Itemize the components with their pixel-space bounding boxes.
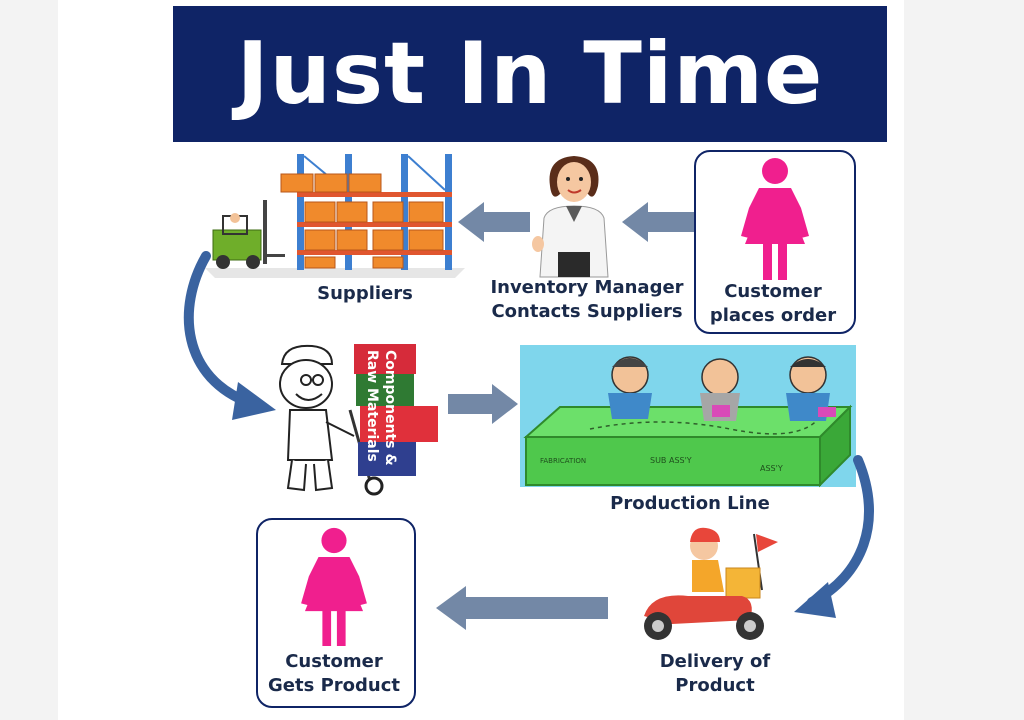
station-label-assy: ASS'Y (760, 464, 783, 473)
station-label-fabrication: FABRICATION (540, 457, 586, 465)
diagram-title: Just In Time (236, 24, 824, 124)
inventory-manager-illustration (532, 156, 609, 278)
station-label-subassy: SUB ASS'Y (650, 456, 692, 465)
arrow-to-suppliers (458, 202, 530, 242)
customer-product-label: Customer Gets Product (258, 650, 410, 698)
curved-arrow-to-components (183, 251, 276, 420)
customer-order-label-line2: places order (709, 305, 837, 326)
arrow-to-customer (436, 586, 608, 630)
delivery-label-line1: Delivery of (659, 651, 771, 672)
customer-woman-icon (741, 158, 809, 280)
assembly-worker-icons (608, 356, 836, 421)
svg-text:Raw Materials: Raw Materials (364, 350, 380, 462)
warehouse-illustration (205, 154, 465, 278)
delivery-scooter-illustration (644, 527, 778, 640)
customer-product-label-line2: Gets Product (268, 675, 400, 696)
forklift-icon (212, 200, 285, 269)
arrow-to-inventory-manager (622, 202, 702, 242)
production-line-label: Production Line (610, 493, 770, 514)
title-banner: Just In Time (173, 6, 887, 142)
crate-text-line2: Raw Materials (364, 350, 380, 462)
curved-arrow-to-delivery (794, 455, 874, 618)
crate-text-line1: Components & (382, 350, 398, 466)
suppliers-label: Suppliers (317, 283, 413, 304)
inventory-manager-label-line1: Inventory Manager (490, 277, 684, 298)
customer-woman-icon (301, 527, 367, 646)
delivery-label-line2: Product (675, 675, 755, 696)
worker-with-cart-illustration: Components & Raw Materials (279, 344, 438, 496)
customer-order-label-line1: Customer (724, 281, 822, 302)
customer-product-label-line1: Customer (285, 651, 383, 672)
svg-text:Components &: Components & (382, 350, 398, 466)
inventory-manager-label-line2: Contacts Suppliers (491, 301, 683, 322)
inventory-manager-label: Inventory Manager Contacts Suppliers (482, 276, 692, 324)
customer-order-label: Customer places order (700, 280, 846, 328)
production-line-illustration: FABRICATION SUB ASS'Y ASS'Y (520, 345, 856, 488)
arrow-to-production-line (448, 384, 518, 424)
delivery-label: Delivery of Product (640, 650, 790, 698)
